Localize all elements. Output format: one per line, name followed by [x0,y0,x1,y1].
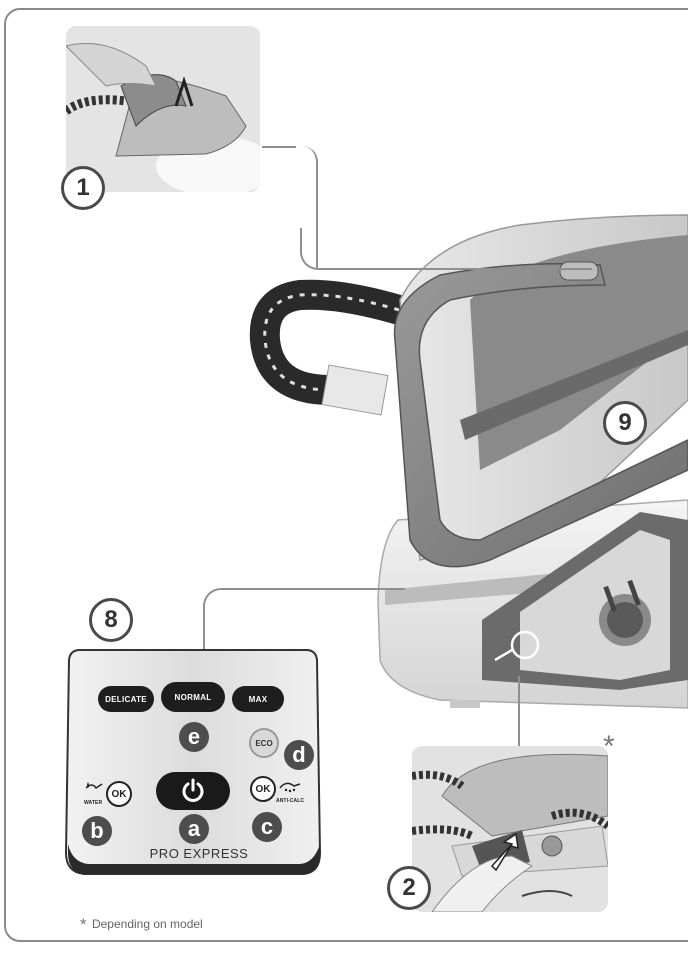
label-c: c [252,812,282,842]
asterisk-mark: * [603,730,615,763]
callout-8: 8 [89,598,133,642]
callout-9: 9 [603,401,647,445]
water-label: WATER [84,800,103,806]
eco-button[interactable]: ECO [249,728,279,758]
anticalc-label: ANTI-CALC [276,798,305,804]
label-b: b [82,816,112,846]
leader-line-1b [296,146,318,268]
delicate-button[interactable]: DELICATE [98,686,154,712]
page-frame [4,8,688,942]
iron-handle [393,263,688,568]
callout-1: 1 [61,166,105,210]
water-ok-button[interactable]: OK [106,781,132,807]
control-panel: DELICATE NORMAL MAX e ECO d OK WATER OK … [64,648,322,876]
leader-line-1 [262,146,296,148]
anti-calc-icon [279,782,301,793]
callout-2: 2 [387,866,431,910]
plug-icon [599,579,651,646]
photo-cord-storage [412,746,608,912]
brand-label: PRO EXPRESS [149,846,249,861]
arrow-icon [490,832,519,872]
leader-line-1d [300,228,592,270]
footnote-star: * [80,915,87,934]
water-drop-icon [85,782,103,790]
label-a: a [179,814,209,844]
power-icon [182,778,204,802]
footnote-text: Depending on model [91,917,203,931]
footnote: * Depending on model [80,915,203,935]
leader-line-8 [203,588,405,650]
power-socket-icon [494,630,540,662]
label-e: e [179,722,209,752]
max-button[interactable]: MAX [232,686,284,712]
anticalc-ok-button[interactable]: OK [250,776,276,802]
label-d: d [284,740,314,770]
photo-steam-trigger [66,26,260,192]
leader-line-2 [518,676,520,748]
power-button[interactable] [156,772,230,810]
normal-button[interactable]: NORMAL [161,682,225,712]
